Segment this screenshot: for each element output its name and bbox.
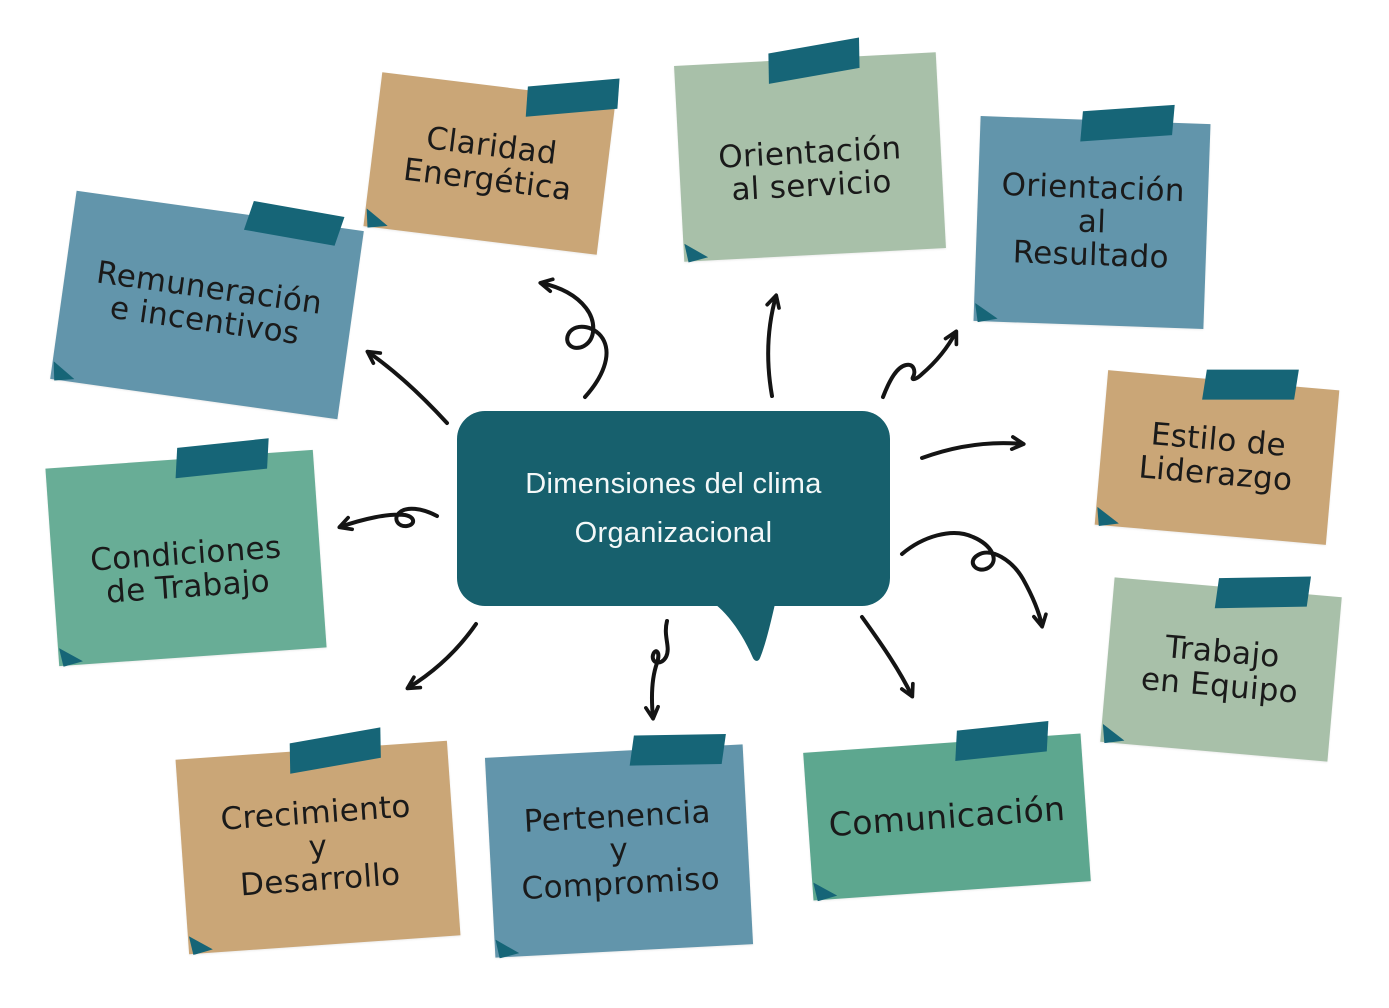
note-comunicacion[interactable]: Comunicación [803,721,1091,900]
note-crecimiento-y-desarrollo[interactable]: Crecimiento y Desarrollo [175,727,461,954]
arrow-to-pertenencia [644,619,670,721]
arrow-to-condiciones [337,506,439,532]
arrow-to-resultado [881,329,959,399]
central-topic-title: Dimensiones del clima Organizacional [457,411,890,606]
note-estilo-de-liderazgo[interactable]: Estilo de Liderazgo [1094,369,1340,545]
note-orientacion-al-servicio[interactable]: Orientación al servicio [674,37,946,261]
arrow-to-claridad [538,277,609,399]
note-orientacion-al-resultado[interactable]: Orientación al Resultado [973,104,1211,329]
note-line: Compromiso [520,860,721,907]
note-line: Desarrollo [238,856,402,904]
note-line: al [1077,203,1107,241]
title-line-2: Organizacional [574,516,773,549]
note-trabajo-en-equipo[interactable]: Trabajo en Equipo [1100,576,1342,762]
note-line: Comunicación [827,788,1067,845]
note-line: y [608,831,630,869]
note-line: Orientación [1001,167,1186,210]
note-line: y [307,828,329,866]
note-line: al servicio [730,163,893,209]
central-topic-bubble[interactable]: Dimensiones del clima Organizacional [457,411,890,661]
note-condiciones-de-trabajo[interactable]: Condiciones de Trabajo [45,438,327,666]
arrow-to-liderazgo [920,435,1026,460]
note-claridad-energetica[interactable]: Claridad Energética [363,72,620,255]
speech-tail [715,604,775,661]
arrow-to-servicio [765,293,781,398]
arrow-to-comunicacion [860,615,915,699]
note-line: Resultado [1012,234,1170,276]
arrow-to-crecimiento [405,622,478,691]
title-line-1: Dimensiones del clima [525,468,822,501]
note-remuneracion-e-incentivos[interactable]: Remuneración e incentivos [50,190,364,420]
arrow-to-remuneracion [365,349,449,425]
note-pertenencia-y-compromiso[interactable]: Pertenencia y Compromiso [484,733,754,957]
arrow-to-equipo [900,531,1048,629]
note-line: de Trabajo [104,563,272,611]
